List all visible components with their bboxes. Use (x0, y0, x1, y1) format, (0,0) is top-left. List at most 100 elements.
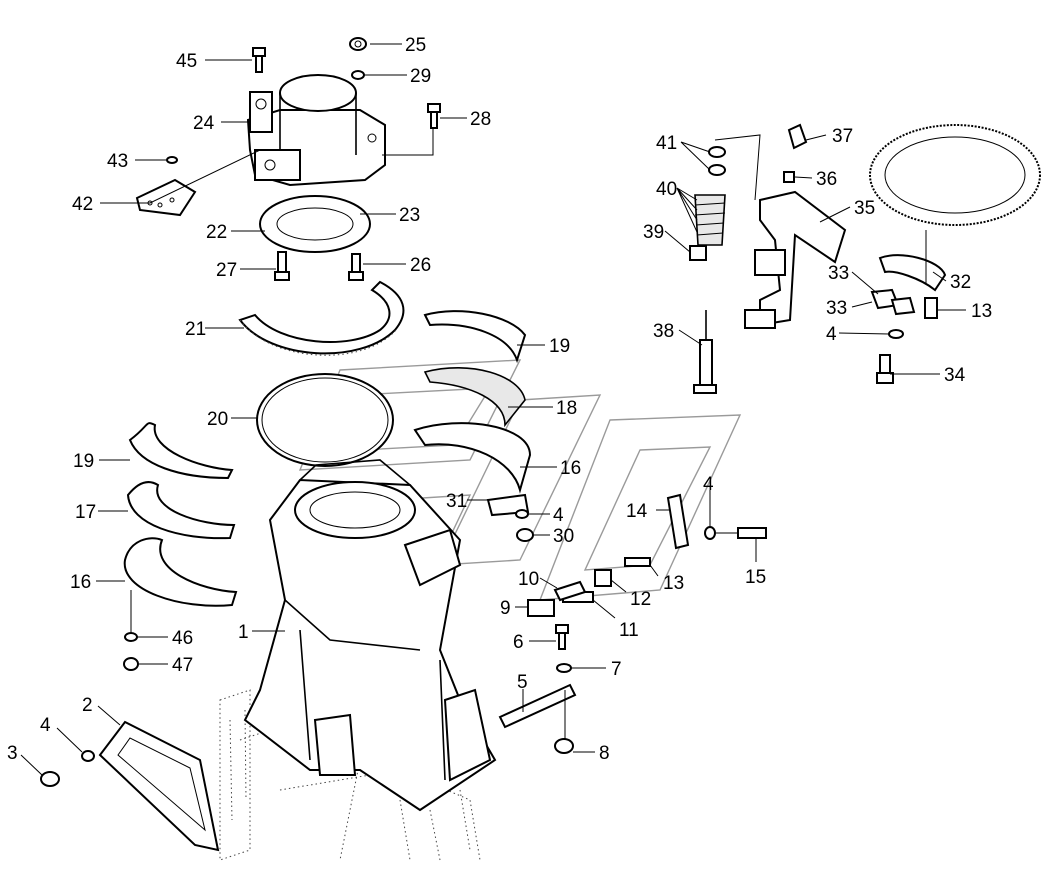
nut-47 (123, 657, 139, 671)
bolt-13b (624, 557, 651, 567)
nut-3 (40, 771, 60, 787)
callout-4c: 4 (826, 324, 837, 345)
callout-5: 5 (517, 672, 528, 693)
washer-46 (124, 632, 138, 642)
callout-38: 38 (653, 321, 674, 342)
washer-4a (515, 509, 529, 519)
spring-40 (694, 194, 726, 246)
part-32-gear-ring (869, 124, 1041, 226)
callout-7: 7 (611, 659, 622, 680)
bolt-45 (252, 47, 266, 73)
callout-23: 23 (399, 205, 420, 226)
callout-29: 29 (410, 66, 431, 87)
callout-4b: 4 (40, 715, 51, 736)
callout-8: 8 (599, 743, 610, 764)
bolt-13a (924, 297, 938, 319)
callout-33b: 33 (826, 298, 847, 319)
callout-6: 6 (513, 632, 524, 653)
callout-2: 2 (82, 695, 93, 716)
callout-45: 45 (176, 51, 197, 72)
part-24-housing (246, 74, 386, 187)
part-19-segment-right (423, 310, 527, 364)
callout-32: 32 (950, 272, 971, 293)
callout-11: 11 (619, 620, 639, 641)
callout-22: 22 (206, 222, 227, 243)
callout-47: 47 (172, 655, 193, 676)
part-36-bushing (783, 171, 795, 183)
callout-1: 1 (238, 622, 249, 643)
callout-12: 12 (630, 589, 651, 610)
washer-4c (888, 329, 904, 339)
callout-19b: 19 (73, 451, 94, 472)
nut-41 (708, 146, 726, 176)
part-1-main-frame (243, 459, 497, 812)
washer-4b (81, 750, 95, 762)
part-21-ring-gear (238, 280, 405, 356)
callout-43: 43 (107, 151, 128, 172)
callout-40: 40 (656, 179, 677, 200)
callout-35: 35 (854, 198, 875, 219)
callout-42: 42 (72, 194, 93, 215)
callout-14: 14 (626, 501, 648, 522)
callout-33a: 33 (828, 263, 849, 284)
callout-46: 46 (172, 628, 193, 649)
callout-24: 24 (193, 113, 215, 134)
washer-43 (166, 156, 178, 164)
callout-25: 25 (405, 35, 426, 56)
callout-36: 36 (816, 169, 837, 190)
block-12 (594, 569, 612, 587)
callout-4a: 4 (553, 505, 564, 526)
part-32-segment (878, 254, 947, 292)
callout-20: 20 (207, 409, 228, 430)
part-20-ring (256, 373, 394, 467)
callout-34: 34 (944, 365, 966, 386)
bolt-27 (274, 251, 290, 281)
part-37-cap (787, 123, 808, 150)
part-17-segment (126, 481, 236, 540)
bolt-28 (427, 103, 441, 129)
part-10-bar (553, 580, 587, 602)
callout-4d: 4 (703, 474, 714, 495)
callout-41: 41 (656, 133, 677, 154)
callout-18: 18 (556, 398, 577, 419)
callout-19a: 19 (549, 336, 570, 357)
callout-13b: 13 (663, 573, 684, 594)
part-16-segment-right (413, 422, 532, 494)
callout-27: 27 (216, 260, 237, 281)
washer-29 (351, 70, 365, 80)
bolt-15 (737, 527, 767, 539)
part-38-rod (693, 310, 717, 394)
callout-13a: 13 (971, 301, 992, 322)
callout-15: 15 (745, 567, 766, 588)
callout-labels: 45 25 29 24 28 43 42 22 23 27 26 21 19 1… (7, 35, 992, 764)
leader-lines (20, 43, 966, 776)
callout-31: 31 (446, 491, 467, 512)
nut-30 (516, 528, 534, 542)
bolt-6 (555, 624, 569, 650)
part-16-segment-left (123, 537, 238, 607)
callout-17: 17 (75, 502, 96, 523)
callout-26: 26 (410, 255, 431, 276)
part-5-bar (498, 683, 577, 729)
callout-28: 28 (470, 109, 491, 130)
part-39-block (689, 245, 707, 261)
callout-3: 3 (7, 743, 18, 764)
callout-10: 10 (518, 569, 539, 590)
bolt-26 (348, 253, 364, 281)
washer-7 (556, 663, 572, 673)
part-33-clips (870, 288, 916, 316)
callout-37: 37 (832, 126, 853, 147)
callout-30: 30 (553, 526, 574, 547)
callout-9: 9 (500, 598, 511, 619)
part-9-block (527, 599, 555, 617)
washer-4d (704, 526, 716, 540)
nut-8 (554, 738, 574, 754)
part-19-segment-left (128, 422, 234, 480)
callout-16a: 16 (560, 458, 581, 479)
part-22-23-ring (259, 195, 371, 253)
callout-21: 21 (185, 319, 206, 340)
part-2-cover (98, 720, 220, 852)
part-18-segment (423, 366, 526, 428)
nut-25 (349, 37, 367, 51)
